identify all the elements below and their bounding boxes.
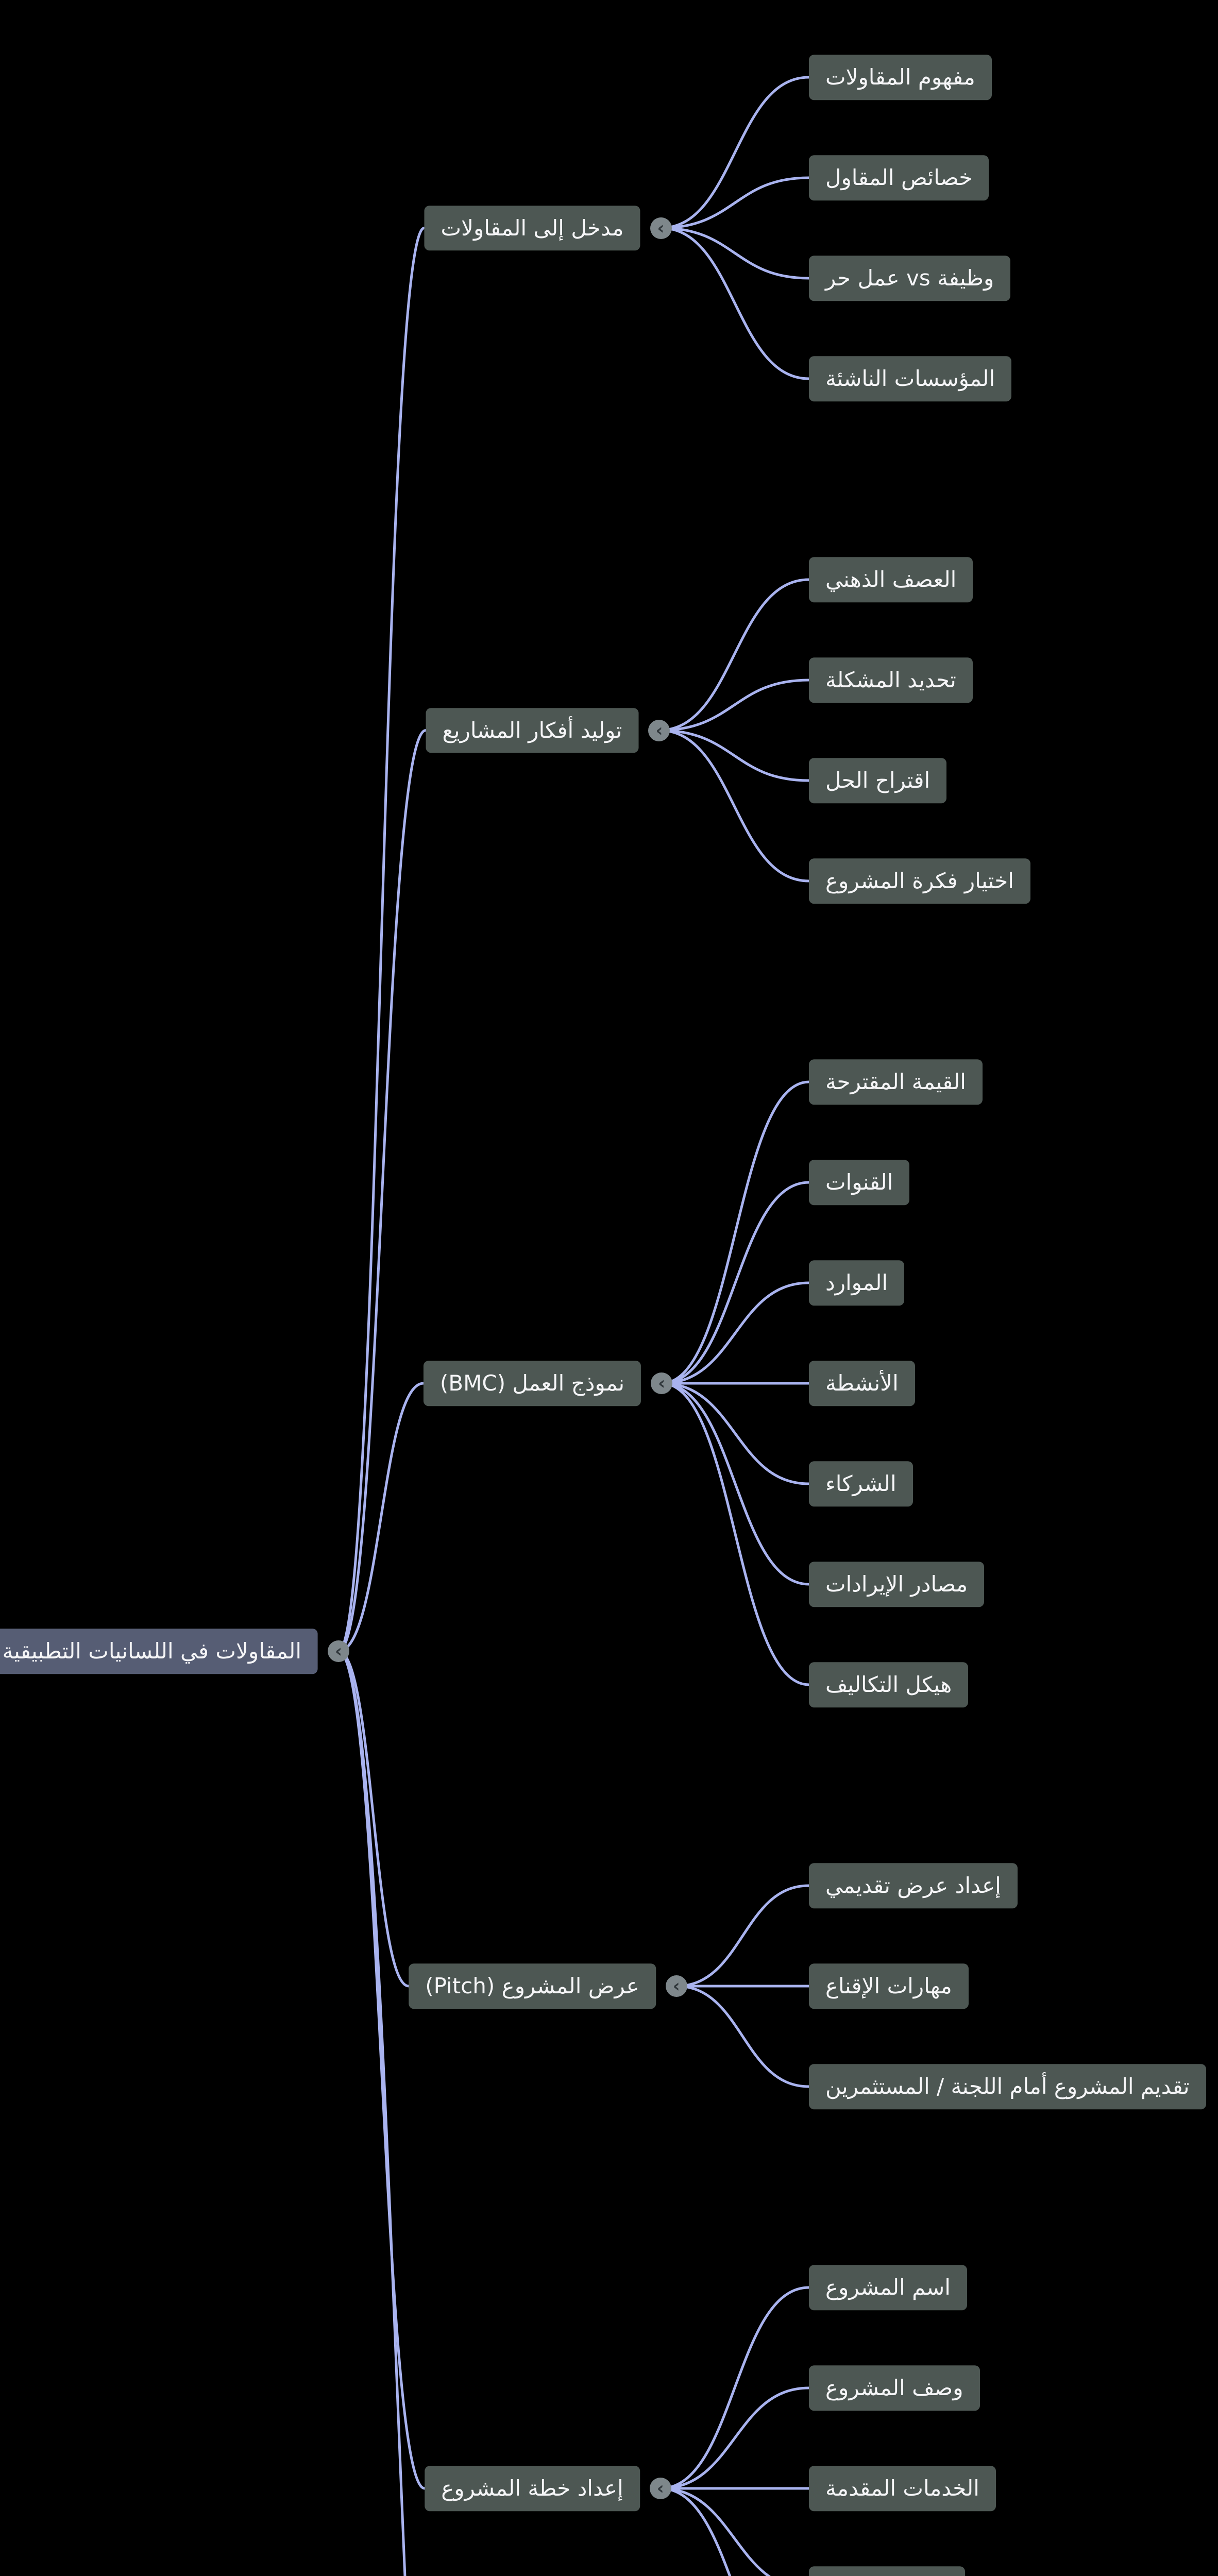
leaf-node[interactable]: مصادر الإيرادات [809, 1562, 985, 1607]
link-edge [659, 227, 810, 380]
leaf-node[interactable]: مهارات الإقناع [809, 1963, 969, 2009]
leaf-node[interactable]: العصف الذهني [809, 557, 973, 602]
branch-node[interactable]: نموذج العمل (BMC) [423, 1361, 641, 1406]
link-edge [659, 2386, 810, 2490]
link-edge [659, 227, 810, 280]
leaf-node[interactable]: هيكل التكاليف [809, 1662, 969, 1707]
collapse-toggle[interactable]: ‹ [648, 719, 670, 741]
collapse-toggle[interactable]: ‹ [650, 217, 672, 239]
root-node[interactable]: المقاولات في اللسانيات التطبيقية [0, 1629, 318, 1674]
leaf-node[interactable]: اسم المشروع [809, 2265, 967, 2310]
collapse-toggle[interactable]: ‹ [649, 2478, 671, 2499]
leaf-node[interactable]: خصائص المقاول [809, 155, 989, 200]
link-edge [337, 227, 426, 1653]
leaf-node[interactable]: خطة التسويق [809, 2566, 966, 2576]
link-edge [660, 1382, 810, 1485]
leaf-node[interactable]: تقديم المشروع أمام اللجنة / المستثمرين [809, 2064, 1206, 2109]
link-edge [657, 729, 810, 883]
leaf-node[interactable]: القيمة المقترحة [809, 1059, 983, 1105]
link-edge [660, 1382, 810, 1686]
link-edge [675, 1884, 810, 1988]
leaf-node[interactable]: إعداد عرض تقديمي [809, 1863, 1018, 1908]
leaf-node[interactable]: الأنشطة [809, 1361, 915, 1406]
link-edge [659, 2286, 810, 2490]
leaf-node[interactable]: وصف المشروع [809, 2365, 980, 2411]
link-edge [675, 1985, 810, 2088]
link-edge [659, 2487, 771, 2576]
link-edge [337, 1650, 407, 2576]
leaf-node[interactable]: الشركاء [809, 1461, 913, 1506]
branch-node[interactable]: عرض المشروع (Pitch) [409, 1963, 656, 2009]
leaf-node[interactable]: اختيار فكرة المشروع [809, 858, 1030, 904]
leaf-node[interactable]: وظيفة vs عمل حر [809, 256, 1011, 301]
link-edge [337, 1650, 426, 2490]
leaf-node[interactable]: الخدمات المقدمة [809, 2466, 996, 2511]
branch-node[interactable]: توليد أفكار المشاريع [426, 707, 639, 753]
link-edge [337, 729, 428, 1653]
link-edge [657, 679, 810, 732]
link-edge [660, 1080, 810, 1385]
leaf-node[interactable]: الموارد [809, 1260, 905, 1306]
leaf-node[interactable]: القنوات [809, 1160, 910, 1205]
link-edge [659, 76, 810, 229]
link-edge [660, 1382, 810, 1586]
leaf-node[interactable]: اقتراح الحل [809, 758, 947, 803]
link-edge [659, 2487, 732, 2576]
leaf-node[interactable]: مفهوم المقاولات [809, 55, 992, 100]
link-edge [657, 729, 810, 782]
collapse-toggle[interactable]: ‹ [328, 1640, 349, 1662]
link-edge [660, 1181, 810, 1385]
link-edge [659, 176, 810, 229]
link-edge [337, 1382, 425, 1653]
link-edge [660, 1281, 810, 1385]
link-edge [657, 578, 810, 732]
link-edge [337, 1650, 410, 1988]
leaf-node[interactable]: تحديد المشكلة [809, 657, 973, 703]
leaf-node[interactable]: المؤسسات الناشئة [809, 356, 1012, 401]
collapse-toggle[interactable]: ‹ [651, 1372, 673, 1394]
branch-node[interactable]: مدخل إلى المقاولات [424, 205, 640, 251]
branch-node[interactable]: إعداد خطة المشروع [425, 2466, 640, 2511]
collapse-toggle[interactable]: ‹ [665, 1975, 687, 1997]
